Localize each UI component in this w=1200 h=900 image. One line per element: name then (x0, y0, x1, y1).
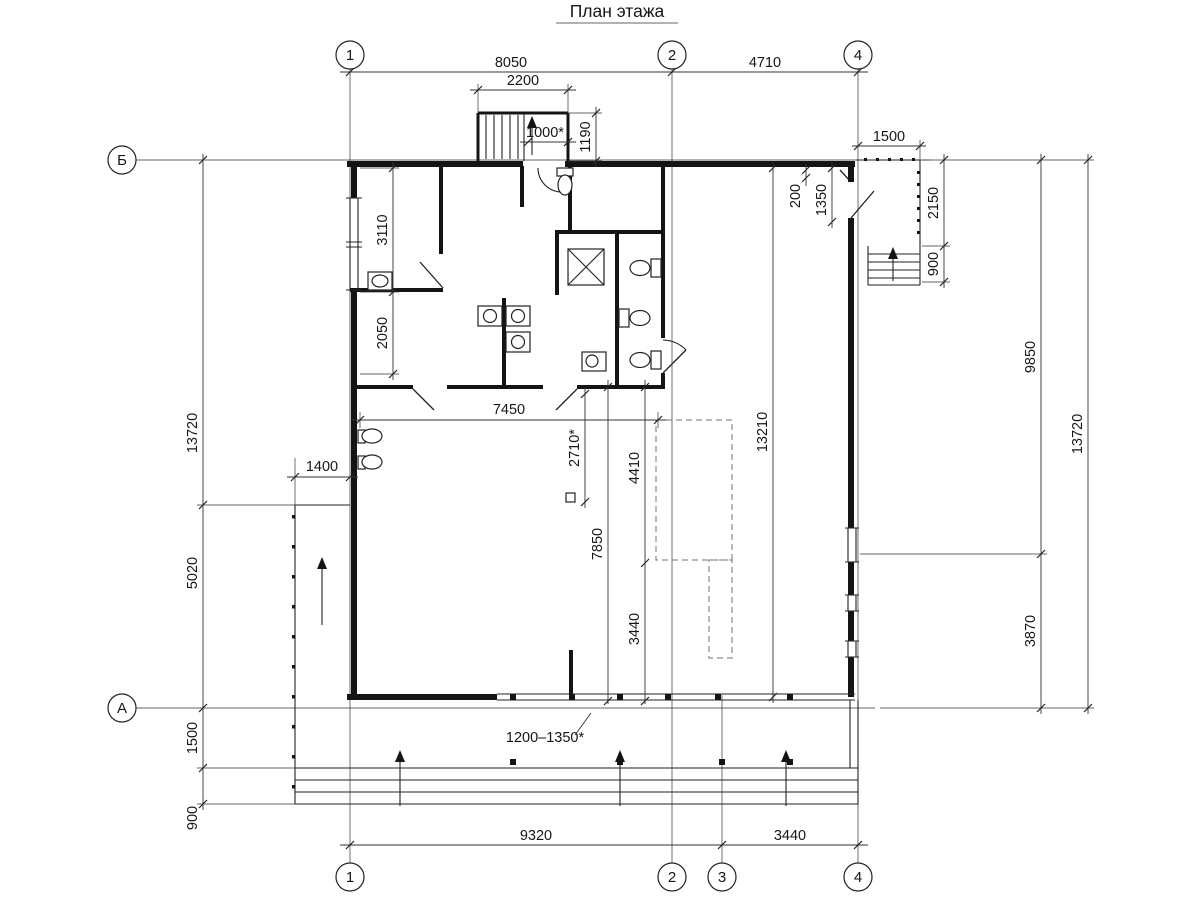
dim-terrace-width: 1400 (306, 459, 338, 475)
page-title: План этажа (570, 1, 665, 21)
dim-wall-offset: 200 (788, 184, 804, 208)
balcony-door-leaf (839, 169, 875, 219)
terrace-and-porch (294, 504, 859, 805)
dim-height-left: 13720 (185, 413, 201, 453)
axis-bubble-bottom-3 (707, 862, 737, 892)
dim-bay-lower: 3440 (627, 613, 643, 645)
dim-span-1-3: 9320 (520, 828, 552, 844)
dim-balcony-door: 1350 (814, 184, 830, 216)
dim-height-right: 13720 (1070, 414, 1086, 454)
dim-steps-depth: 1500 (185, 722, 201, 754)
dim-bay-upper: 4410 (627, 452, 643, 484)
axis-bubble-bottom-2 (657, 862, 687, 892)
entry-sink-icon (556, 167, 574, 196)
axis-label: 3 (718, 869, 726, 886)
dashed-overhead-outline (655, 419, 733, 659)
porch-arrow-icon (395, 750, 405, 762)
dim-terrace-length: 5020 (185, 557, 201, 589)
dim-room-upper: 3110 (375, 214, 391, 245)
exterior-walls (347, 161, 855, 700)
axis-bubble-bottom-1 (335, 862, 365, 892)
toilet-icon (618, 258, 662, 370)
axis-bubble-bottom-4 (843, 862, 873, 892)
axis-bubble-left-b (107, 145, 137, 175)
dim-stair-flight: 1000* (526, 125, 564, 141)
dim-steps-lower: 900 (185, 806, 201, 830)
fixtures (357, 167, 662, 503)
terrace-arrow-icon (317, 557, 327, 569)
axis-label: 4 (854, 47, 862, 64)
direction-arrows (317, 116, 898, 806)
washbasin-icon (477, 305, 607, 372)
balcony-arrow-icon (888, 247, 898, 259)
axis-bubble-top-1 (335, 40, 365, 70)
bottom-glazing (497, 693, 855, 701)
dim-span-1-2: 8050 (495, 55, 527, 71)
dim-balcony-stairs: 900 (926, 252, 942, 276)
dimension-labels: 8050 4710 2200 1000* 1500 1400 7450 1200… (185, 55, 1086, 844)
axis-bubble-top-4 (843, 40, 873, 70)
dim-hall-width: 7450 (493, 402, 525, 418)
dim-span-2-4: 4710 (749, 55, 781, 71)
dim-hall-offset: 2710* (567, 429, 583, 467)
interior-partitions (350, 166, 665, 697)
dim-stair-width: 2200 (507, 73, 539, 89)
axis-label: 2 (668, 47, 676, 64)
axis-bubble-left-a (107, 693, 137, 723)
axis-label: А (117, 700, 127, 717)
axis-bubble-top-2 (657, 40, 687, 70)
axis-grid-lines (136, 69, 930, 863)
axis-label: 2 (668, 869, 676, 886)
stair-arrow-icon (527, 116, 537, 128)
windows (346, 197, 859, 701)
dim-room-lower: 2050 (375, 317, 391, 349)
dim-balcony-depth: 2150 (926, 187, 942, 219)
door-swings (412, 167, 687, 411)
dim-hall-lower: 7850 (590, 528, 606, 560)
shower-icon (567, 248, 605, 286)
wall-hung-toilet-icon (357, 428, 383, 470)
axis-label: 1 (346, 47, 354, 64)
column-dots (292, 158, 920, 789)
dim-balcony-width: 1500 (873, 129, 905, 145)
entry-stairs-top (476, 111, 570, 161)
dim-column-spacing: 1200–1350* (506, 730, 585, 746)
sink-icon (367, 271, 393, 291)
column-marker (565, 492, 576, 503)
dim-right-upper: 9850 (1023, 341, 1039, 373)
dim-hall-length: 13210 (755, 412, 771, 452)
dim-span-3-4: 3440 (774, 828, 806, 844)
dim-right-lower: 3870 (1023, 615, 1039, 647)
dimension-lines (197, 67, 1094, 850)
axis-label: Б (117, 152, 127, 169)
axis-label: 4 (854, 869, 862, 886)
axis-markers: 1 2 4 1 2 3 4 Б А (107, 40, 873, 892)
dim-stair-depth: 1190 (578, 121, 594, 152)
axis-label: 1 (346, 869, 354, 886)
